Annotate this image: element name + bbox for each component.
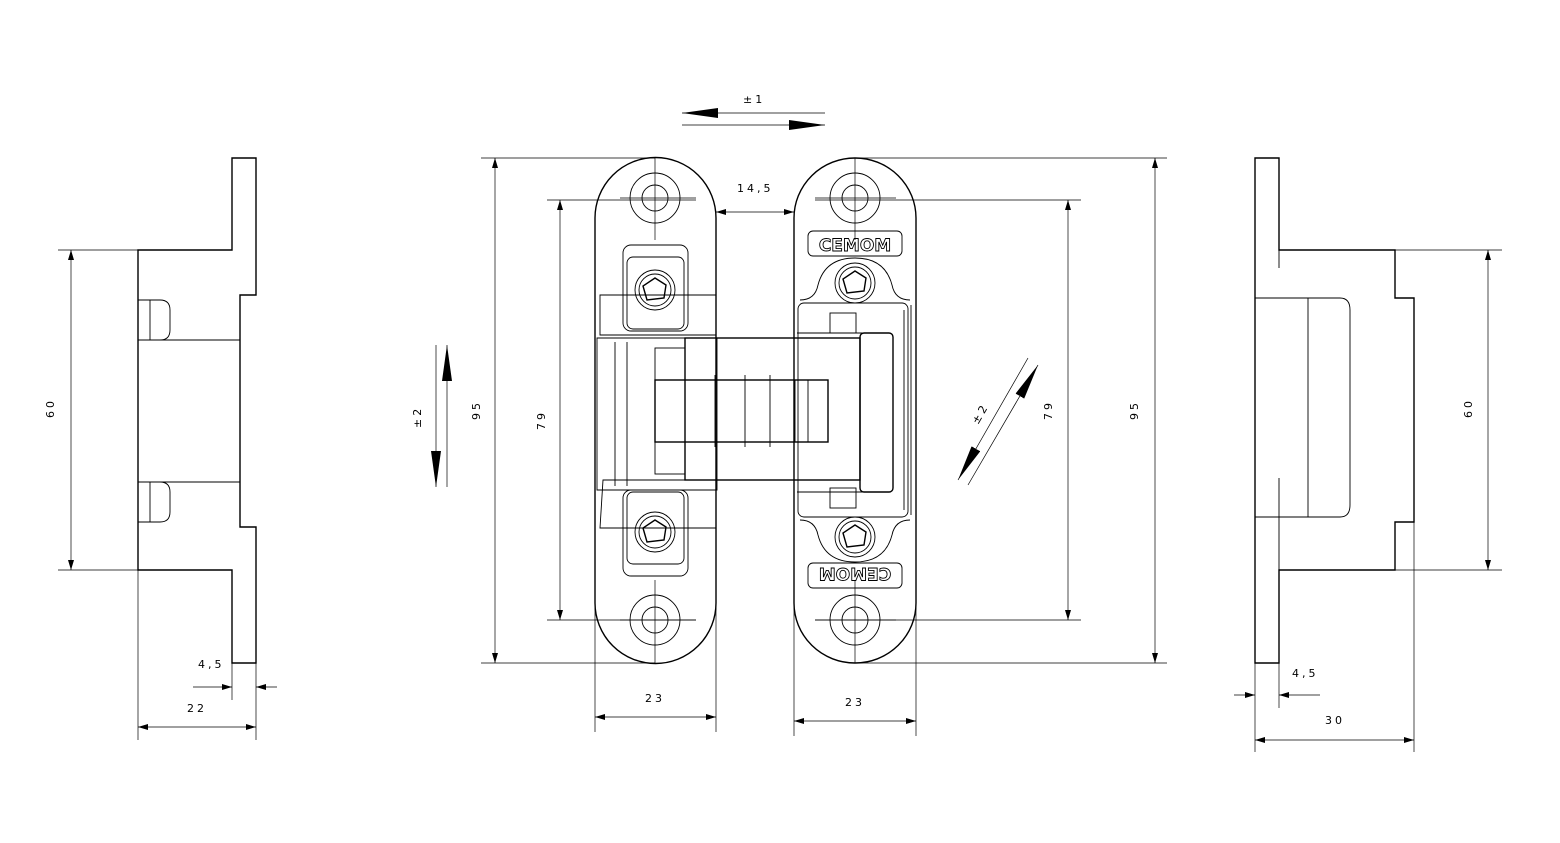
vertical-adjust-dim: ±2 bbox=[411, 406, 424, 428]
overall-height-left-dim: 95 bbox=[470, 400, 483, 420]
logo-cemom-top: CEMOM bbox=[819, 236, 891, 256]
depth-adjust-dim: ±2 bbox=[969, 401, 991, 427]
right-depth-dim: 30 bbox=[1325, 714, 1345, 727]
right-thickness-dim: 4,5 bbox=[1292, 667, 1319, 680]
gap-dim: 14,5 bbox=[737, 182, 774, 195]
hole-spacing-left-dim: 79 bbox=[535, 410, 548, 430]
horizontal-adjust-dim: ±1 bbox=[743, 93, 765, 106]
logo-cemom-bottom: CEMOM bbox=[819, 563, 891, 583]
overall-height-right-dim: 95 bbox=[1128, 400, 1141, 420]
front-view: CEMOM CEMOM ±1 14,5 ±2 ±2 95 79 95 79 2 bbox=[411, 93, 1167, 736]
left-depth-dim: 22 bbox=[187, 702, 207, 715]
left-thickness-dim: 4,5 bbox=[198, 658, 225, 671]
hole-spacing-right-dim: 79 bbox=[1042, 400, 1055, 420]
leaf-width-right-dim: 23 bbox=[845, 696, 865, 709]
leaf-width-left-dim: 23 bbox=[645, 692, 665, 705]
left-height-dim: 60 bbox=[44, 398, 57, 418]
right-height-dim: 60 bbox=[1462, 398, 1475, 418]
left-side-view: 60 22 4,5 bbox=[44, 157, 277, 740]
right-side-view: 60 30 4,5 bbox=[1234, 157, 1502, 752]
